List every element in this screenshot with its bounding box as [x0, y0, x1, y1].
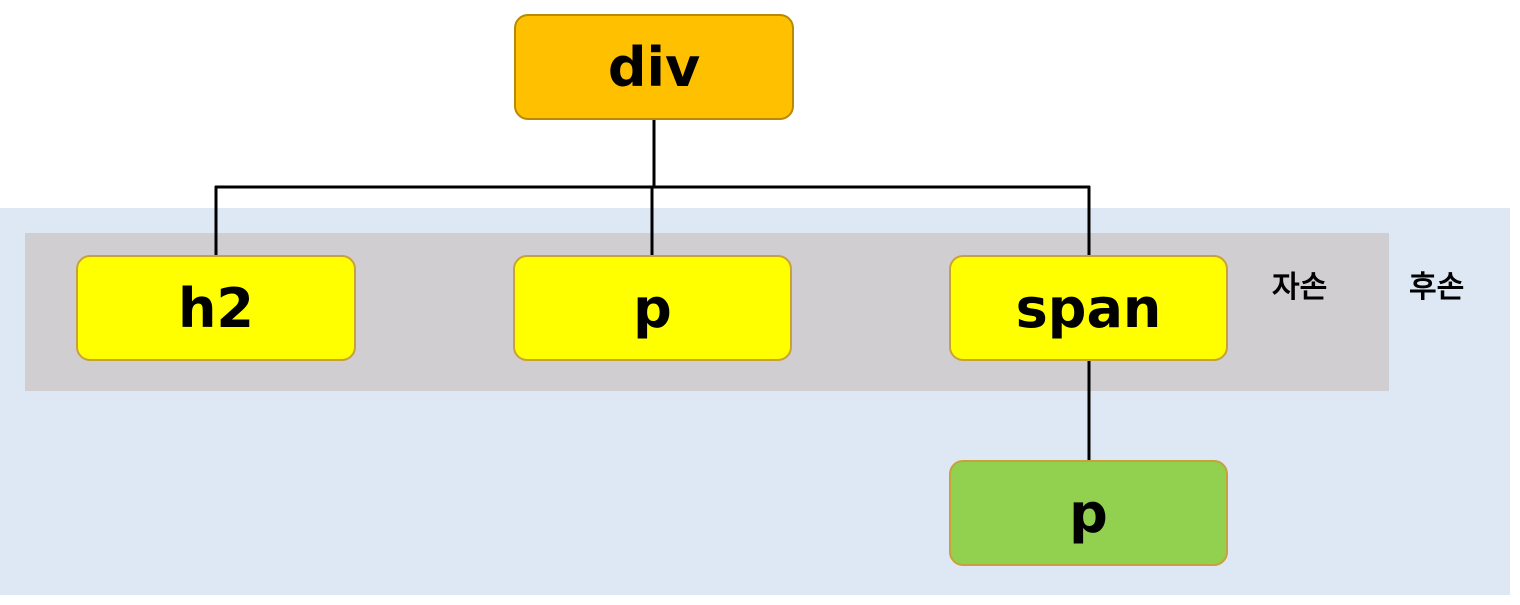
node-h2-label: h2: [177, 276, 255, 340]
descendants-region-label: 후손: [1409, 270, 1465, 305]
node-div: div: [514, 14, 794, 120]
node-span: span: [949, 255, 1228, 361]
node-div-label: div: [607, 35, 701, 99]
children-region-label: 자손: [1272, 270, 1328, 305]
node-span-label: span: [1015, 276, 1162, 340]
node-p-label: p: [633, 276, 672, 340]
node-span-p: p: [949, 460, 1228, 566]
node-h2: h2: [76, 255, 356, 361]
node-span-p-label: p: [1069, 481, 1108, 545]
node-p: p: [513, 255, 792, 361]
